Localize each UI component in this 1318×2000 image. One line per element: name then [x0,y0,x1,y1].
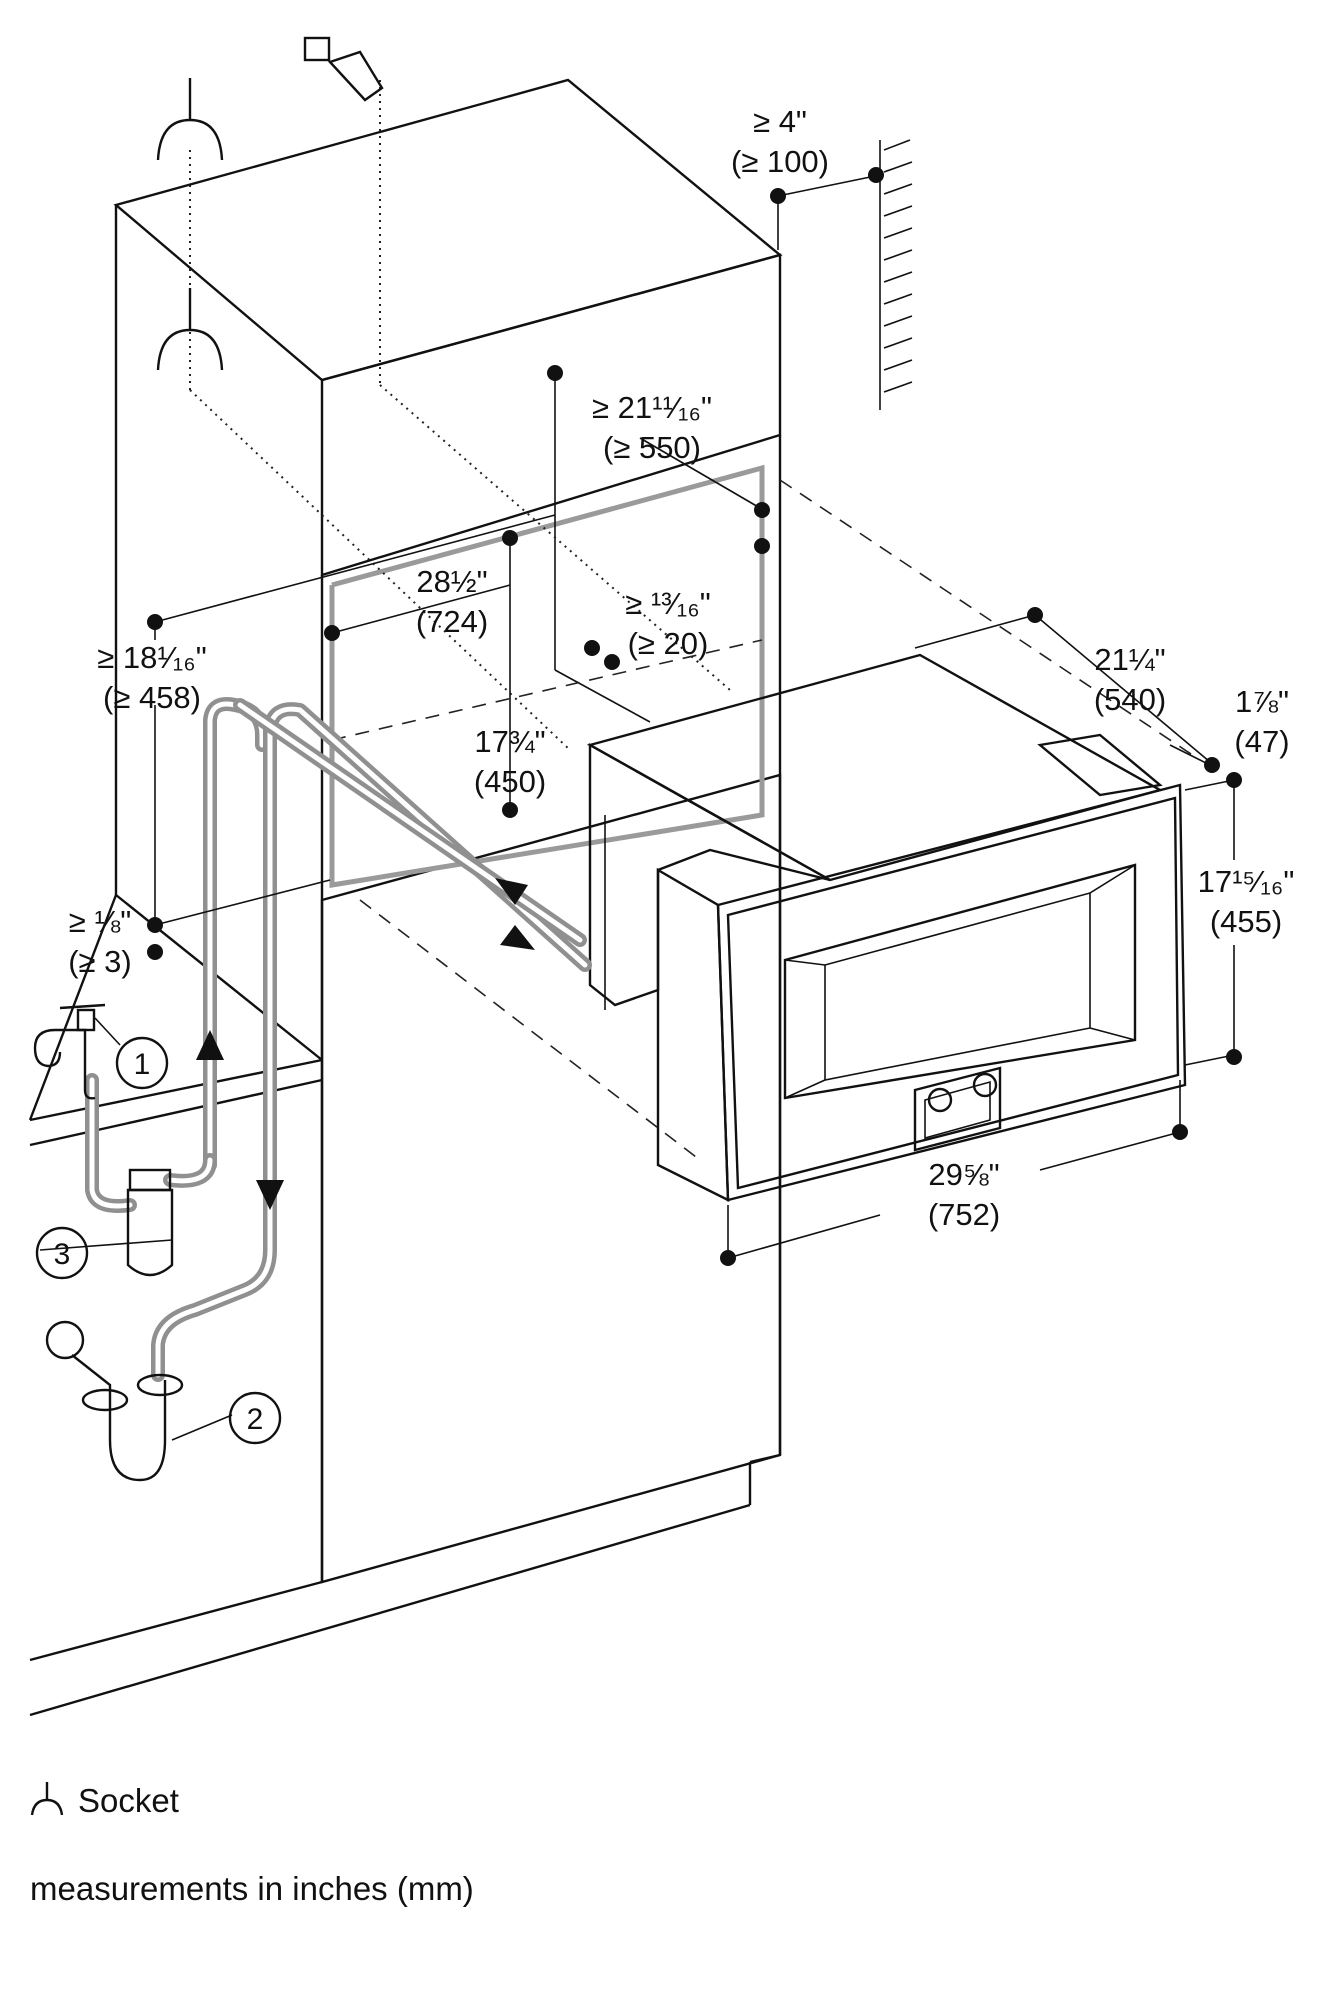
control-knob-left [927,1087,953,1113]
svg-text:(724): (724) [416,604,488,639]
svg-text:(≥ 550): (≥ 550) [603,430,701,465]
legend-socket-label: Socket [78,1782,179,1819]
dim-niche-height: 17¾" (450) [474,724,546,799]
dim-niche-depth: ≥ 21¹¹⁄₁₆" (≥ 550) [592,390,712,465]
tall-cabinet [29,78,783,1717]
hoses [85,697,592,1382]
dim-bottom-gap: ≥ ⅛" (≥ 3) [68,904,132,979]
dim-front-width: 29⅝" (752) [928,1157,1000,1232]
svg-text:(450): (450) [474,764,546,799]
dimension-lines [39,167,1242,1441]
drain-trap-icon [45,1320,184,1482]
svg-text:≥ 4": ≥ 4" [753,104,807,139]
svg-text:1: 1 [134,1048,151,1081]
dim-side-gap: ≥ ¹³⁄₁₆" (≥ 20) [625,586,710,661]
flow-arrow-in [495,878,528,905]
water-filter-icon [126,1168,174,1277]
svg-text:≥ ⅛": ≥ ⅛" [69,904,131,939]
projection-lines [189,80,1201,1161]
dim-niche-width: 28½" (724) [416,564,488,639]
network-jack-icon [303,36,384,102]
svg-text:(47): (47) [1234,724,1289,759]
callout-3: 3 [35,1226,89,1280]
svg-text:≥ ¹³⁄₁₆": ≥ ¹³⁄₁₆" [625,586,710,621]
wall-hatch [879,139,913,410]
dim-front-height: 17¹⁵⁄₁₆" (455) [1198,864,1295,939]
callout-1: 1 [115,1036,169,1090]
svg-text:2: 2 [247,1403,264,1436]
svg-text:21¼": 21¼" [1094,642,1165,677]
svg-text:17¾": 17¾" [474,724,545,759]
svg-text:(752): (752) [928,1197,1000,1232]
flow-arrow-out [500,925,535,950]
svg-text:1⅞": 1⅞" [1235,684,1289,719]
units-note: measurements in inches (mm) [30,1870,474,1907]
svg-text:(455): (455) [1210,904,1282,939]
control-knob-right [972,1072,998,1098]
flow-arrow-up [196,1030,224,1060]
svg-text:≥ 18¹⁄₁₆": ≥ 18¹⁄₁₆" [97,640,207,675]
water-tap-icon [33,1003,106,1100]
socket-icon-upper [156,78,224,161]
socket-icon [30,1782,64,1816]
svg-text:28½": 28½" [416,564,487,599]
niche-outline [329,464,765,888]
svg-text:(≥ 458): (≥ 458) [103,680,201,715]
svg-text:(≥ 3): (≥ 3) [68,944,132,979]
svg-text:(≥ 100): (≥ 100) [731,144,829,179]
dim-front-thickness: 1⅞" (47) [1234,684,1289,759]
dim-cabinet-offset: ≥ 18¹⁄₁₆" (≥ 458) [97,640,207,715]
callout-2: 2 [228,1391,282,1445]
legend-socket: Socket [30,1782,179,1819]
dim-appliance-depth: 21¼" (540) [1094,642,1166,717]
appliance [586,653,1187,1202]
socket-icon-lower [156,288,224,371]
svg-text:(≥ 20): (≥ 20) [628,626,709,661]
dim-clearance-top-wall: ≥ 4" (≥ 100) [731,104,829,179]
svg-text:(540): (540) [1094,682,1166,717]
flow-arrow-down [256,1180,284,1210]
svg-text:≥ 21¹¹⁄₁₆": ≥ 21¹¹⁄₁₆" [592,390,712,425]
svg-text:17¹⁵⁄₁₆": 17¹⁵⁄₁₆" [1198,864,1295,899]
svg-text:3: 3 [54,1238,71,1271]
svg-text:29⅝": 29⅝" [928,1157,999,1192]
